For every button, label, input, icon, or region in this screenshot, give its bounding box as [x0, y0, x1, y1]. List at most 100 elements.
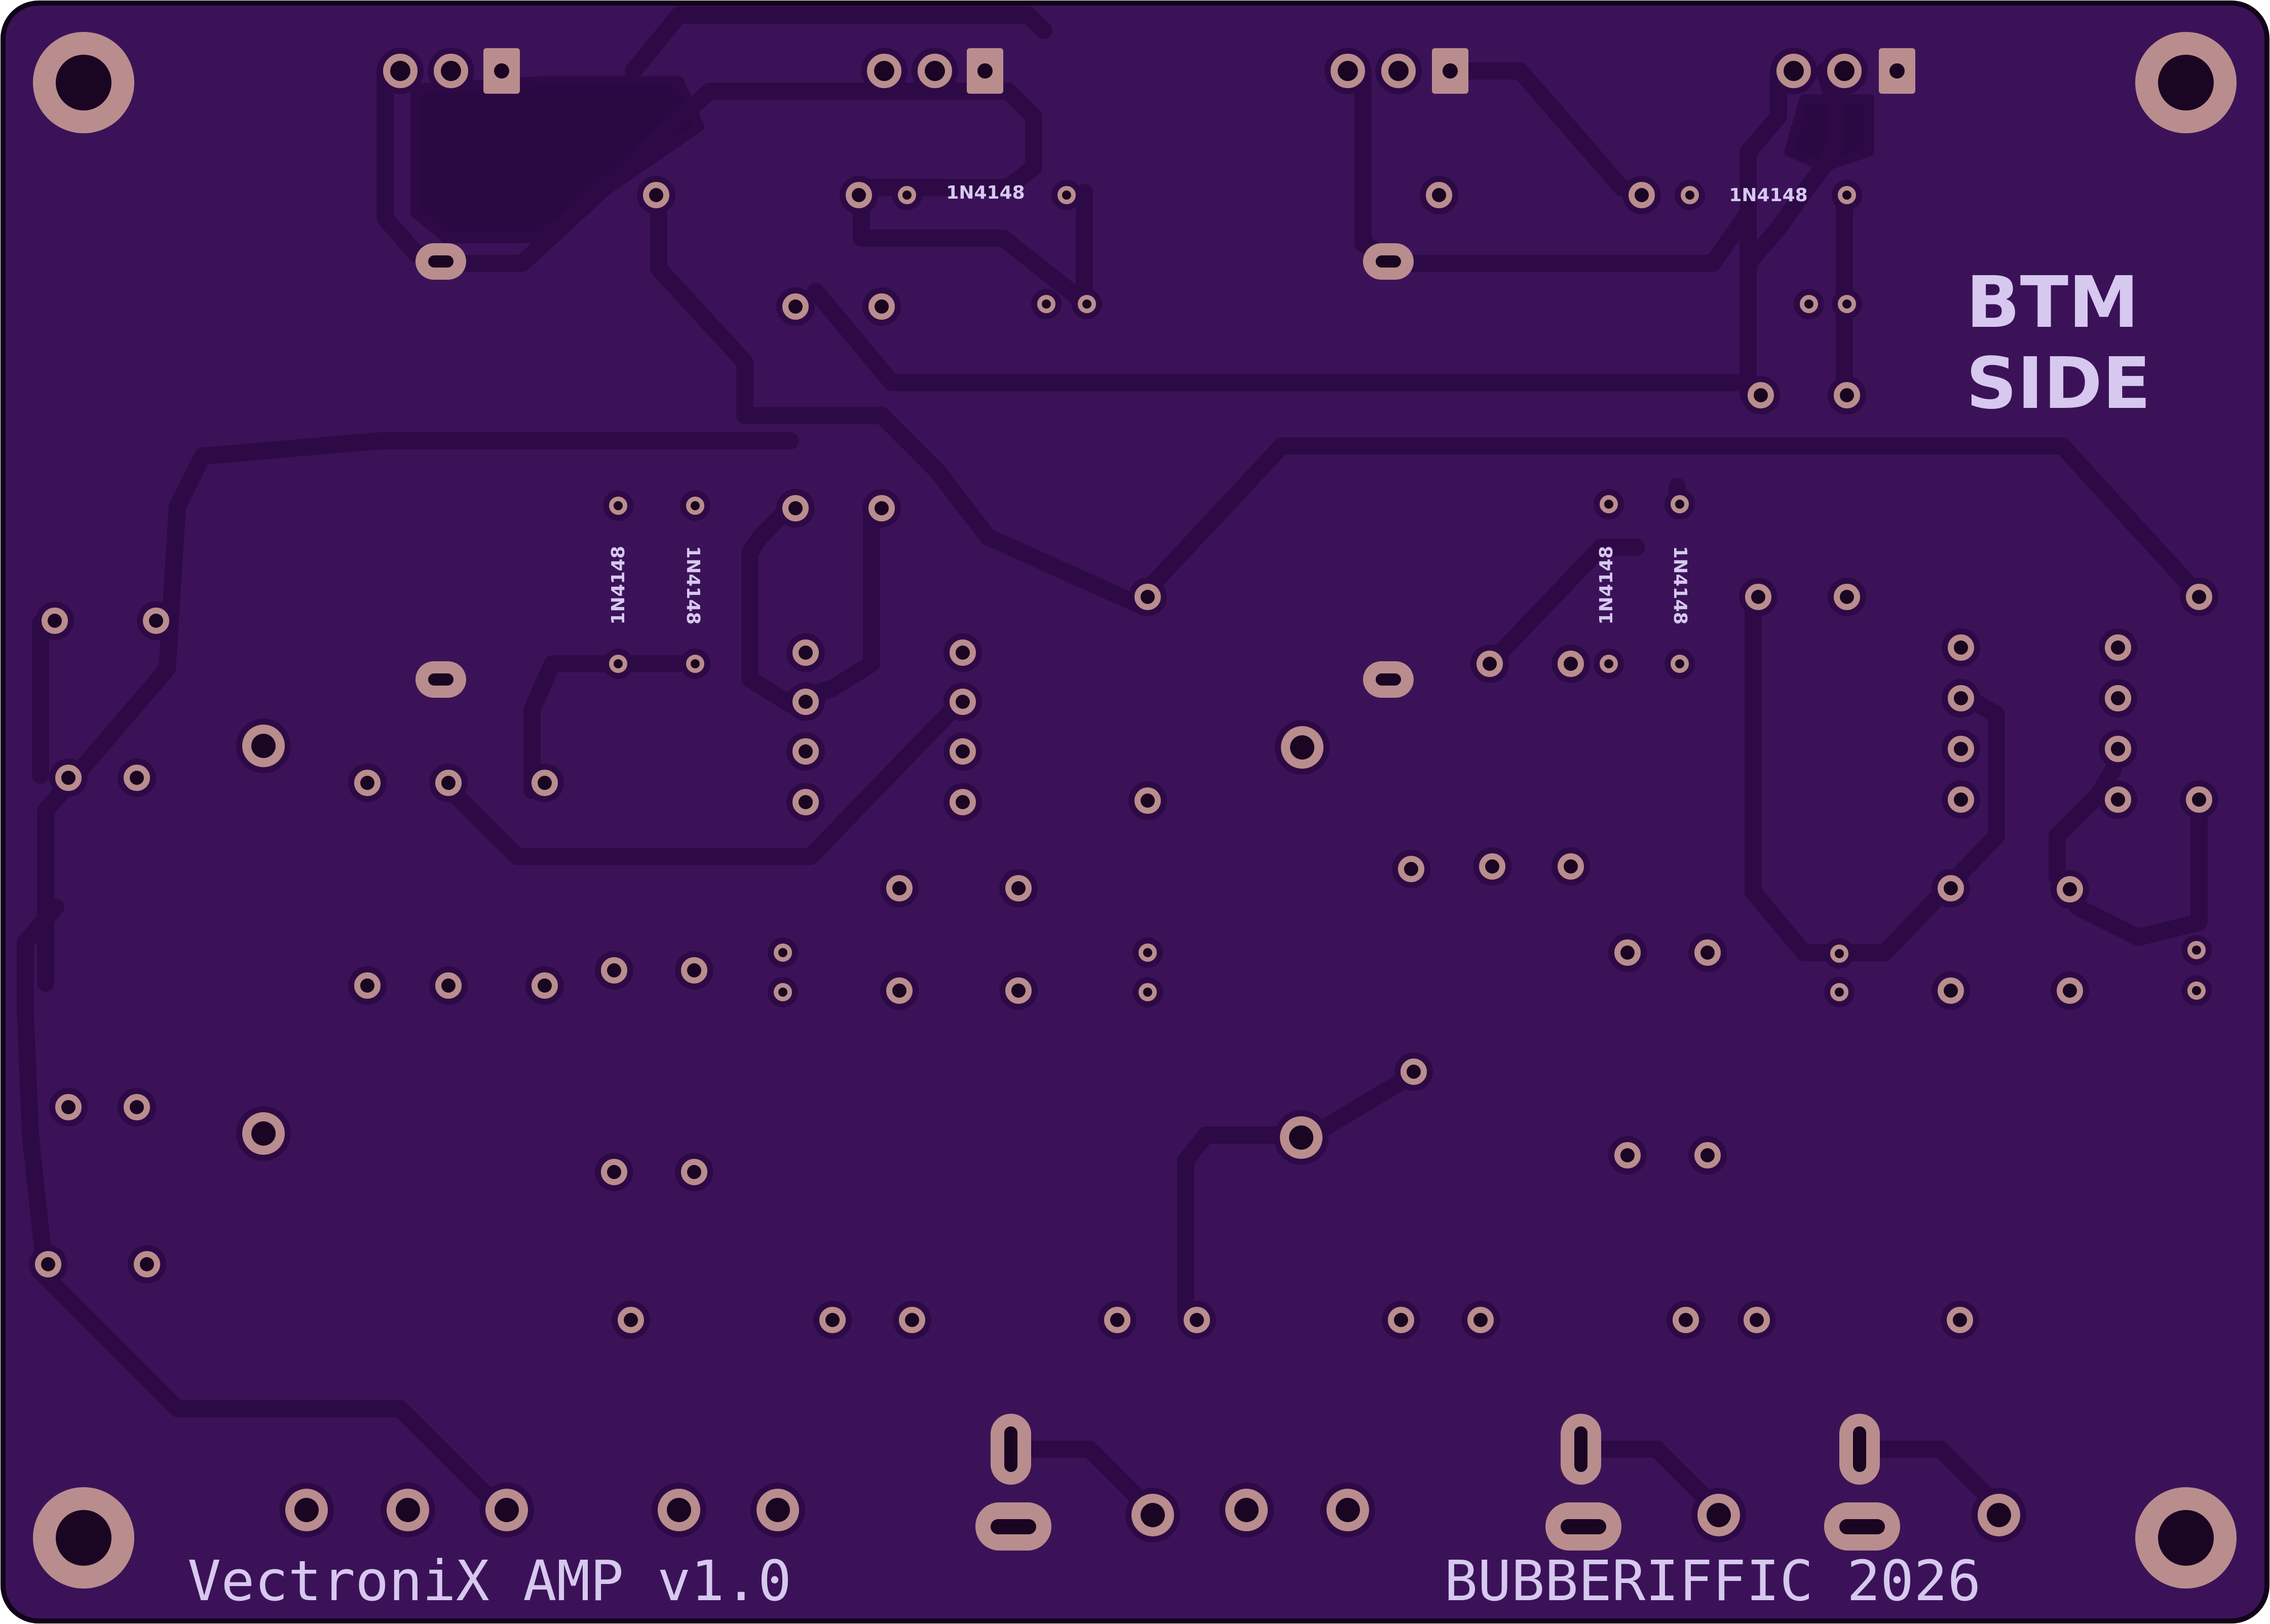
through-hole-pad [1824, 938, 1855, 969]
through-hole-pad [768, 977, 798, 1007]
through-hole-pad [1178, 1301, 1216, 1339]
through-hole-pad [880, 869, 919, 908]
through-hole-pad [1932, 971, 1970, 1010]
through-hole-pad [912, 48, 958, 94]
through-hole-pad [750, 1483, 805, 1537]
through-hole-pad [2099, 780, 2137, 819]
through-hole-pad [768, 937, 798, 968]
through-hole-pad [1375, 48, 1422, 94]
diode-label: 1N4148 [1596, 546, 1617, 624]
through-hole-pad [1473, 847, 1511, 886]
through-hole-pad [1594, 649, 1624, 679]
through-hole-pad [2181, 935, 2212, 965]
side-label-btm: BTM [1966, 261, 2139, 344]
through-hole-pad [348, 764, 387, 802]
through-hole-pad [943, 683, 982, 721]
through-hole-pad [1125, 1488, 1180, 1542]
through-hole-pad [1031, 289, 1062, 319]
through-hole-pad [1382, 1301, 1420, 1339]
through-hole-pad [2099, 679, 2137, 717]
through-hole-pad [1325, 48, 1371, 94]
through-hole-pad [1470, 645, 1509, 683]
through-hole-pad [1828, 578, 1866, 616]
through-hole-pad [943, 732, 982, 771]
through-hole-pad [1392, 850, 1430, 888]
through-hole-pad [377, 48, 424, 94]
through-hole-pad [680, 490, 710, 521]
through-hole-pad [2051, 870, 2089, 909]
oblong-pads [415, 243, 1900, 1551]
through-hole-pad [1972, 1488, 2026, 1542]
through-hole-pad [1942, 679, 1980, 717]
through-hole-pad [603, 649, 633, 679]
through-hole-pad [137, 601, 175, 640]
through-hole-pad [786, 783, 825, 821]
through-hole-pad [49, 759, 88, 797]
through-hole-pad [1832, 289, 1862, 319]
through-hole-pad [999, 971, 1038, 1010]
through-hole-pad [1420, 176, 1458, 214]
through-hole-pad [29, 1245, 67, 1283]
through-hole-pad [381, 1483, 435, 1537]
side-label-side: SIDE [1966, 343, 2151, 425]
through-hole-pad [1394, 1052, 1433, 1091]
through-hole-pad [680, 649, 710, 679]
through-hole-pad [49, 1088, 88, 1126]
through-hole-pad [786, 683, 825, 721]
through-hole-pad [1594, 489, 1624, 519]
through-hole-pad [776, 489, 815, 527]
through-hole-pad [943, 633, 982, 672]
through-hole-pad [525, 764, 564, 802]
board-title: VectroniX AMP v1.0 [187, 1549, 791, 1613]
through-hole-pad [595, 951, 633, 990]
through-hole-pad [479, 1483, 534, 1537]
through-hole-pad [1132, 937, 1163, 968]
through-hole-pad [118, 1088, 156, 1126]
diode-label: 1N4148 [946, 182, 1025, 203]
through-hole-pad [2181, 975, 2212, 1006]
through-hole-pad [652, 1483, 706, 1537]
through-hole-pad [1608, 1136, 1647, 1175]
through-hole-pad [1128, 781, 1167, 820]
diode-label: 1N4148 [683, 546, 703, 624]
through-hole-pad [1770, 48, 1817, 94]
mounting-hole [2135, 1487, 2237, 1589]
through-hole-pad [2099, 628, 2137, 667]
through-hole-pad [861, 48, 907, 94]
through-hole-pad [236, 719, 291, 773]
through-hole-pad [1821, 48, 1868, 94]
through-hole-pad [786, 633, 825, 672]
through-hole-pad [943, 783, 982, 821]
through-hole-pad [1942, 628, 1980, 667]
through-hole-pad [118, 759, 156, 797]
through-hole-pad [595, 1153, 633, 1191]
through-hole-pad [2051, 971, 2089, 1010]
through-hole-pad [1667, 1301, 1705, 1339]
through-hole-pad [675, 1153, 713, 1191]
through-hole-pad [1072, 289, 1102, 319]
through-hole-pad [1664, 489, 1695, 519]
through-hole-pad [1691, 1488, 1746, 1542]
square-pad-drills [494, 63, 1905, 79]
through-hole-pad [525, 966, 564, 1005]
through-hole-pad [128, 1245, 166, 1283]
through-hole-pad [429, 764, 468, 802]
board-credit: BUBBERIFFIC 2026 [1444, 1549, 1981, 1613]
silkscreen-layer: BTM SIDE VectroniX AMP v1.0 BUBBERIFFIC … [187, 182, 2151, 1613]
through-hole-pad [1552, 645, 1590, 683]
through-hole-pad [1688, 1136, 1727, 1175]
through-hole-pad [2180, 578, 2218, 616]
mounting-holes [33, 32, 2237, 1589]
through-hole-pad [612, 1301, 650, 1339]
through-hole-pad [429, 966, 468, 1005]
diode-label: 1N4148 [1670, 546, 1690, 624]
through-hole-pad [1132, 977, 1163, 1007]
through-hole-pad [999, 869, 1038, 908]
round-pads [29, 48, 2218, 1542]
through-hole-pad [1664, 649, 1695, 679]
through-hole-pad [862, 489, 901, 527]
through-hole-pad [1274, 1110, 1329, 1165]
through-hole-pad [840, 176, 878, 214]
through-hole-pad [776, 287, 815, 326]
